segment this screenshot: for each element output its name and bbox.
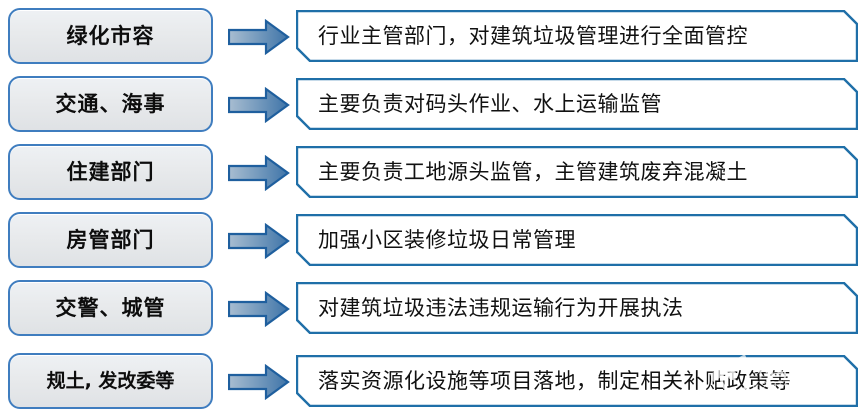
right-arrow-icon [228, 364, 290, 400]
diagram-row: 住建部门 主要负责工地源头监管，主管建筑废弃 [0, 139, 868, 207]
duty-box[interactable]: 行业主管部门，对建筑垃圾管理进行全面管控 [296, 10, 858, 62]
diagram-row: 规土, 发改委等 落实资源化设施等项目落地， [0, 348, 868, 416]
right-arrow-icon [228, 223, 290, 259]
duty-label: 行业主管部门，对建筑垃圾管理进行全面管控 [318, 23, 748, 48]
department-box[interactable]: 住建部门 [8, 144, 213, 200]
duty-label: 落实资源化设施等项目落地，制定相关补贴政策等 [318, 368, 791, 393]
right-arrow-icon [228, 291, 290, 327]
right-arrow-icon [228, 155, 290, 191]
diagram-row: 交通、海事 主要负责对码头作业、水上运输监管 [0, 71, 868, 139]
right-arrow-icon [228, 87, 290, 123]
duty-box[interactable]: 主要负责对码头作业、水上运输监管 [296, 78, 858, 130]
duty-box[interactable]: 落实资源化设施等项目落地，制定相关补贴政策等 [296, 355, 858, 407]
department-label: 房管部门 [66, 227, 155, 252]
diagram-row: 绿化市容 行业主管部门，对建筑垃圾管理进行全 [0, 3, 868, 71]
department-box[interactable]: 交通、海事 [8, 76, 213, 132]
department-box[interactable]: 规土, 发改委等 [8, 353, 213, 409]
department-box[interactable]: 房管部门 [8, 212, 213, 268]
department-label: 住建部门 [66, 159, 155, 184]
department-box[interactable]: 绿化市容 [8, 8, 213, 64]
duty-label: 加强小区装修垃圾日常管理 [318, 227, 576, 252]
duty-box[interactable]: 加强小区装修垃圾日常管理 [296, 214, 858, 266]
department-label: 交通、海事 [55, 91, 166, 116]
duty-box[interactable]: 主要负责工地源头监管，主管建筑废弃混凝土 [296, 146, 858, 198]
department-label: 交警、城管 [55, 295, 166, 320]
duty-box[interactable]: 对建筑垃圾违法违规运输行为开展执法 [296, 282, 858, 334]
diagram-row: 房管部门 加强小区装修垃圾日常管理 [0, 207, 868, 275]
duty-label: 主要负责对码头作业、水上运输监管 [318, 91, 662, 116]
duty-label: 对建筑垃圾违法违规运输行为开展执法 [318, 295, 684, 320]
department-label: 规土, 发改委等 [46, 369, 175, 392]
right-arrow-icon [228, 19, 290, 55]
department-label: 绿化市容 [66, 23, 155, 48]
diagram-row: 交警、城管 对建筑垃圾违法违规运输行为开展执 [0, 275, 868, 343]
duty-label: 主要负责工地源头监管，主管建筑废弃混凝土 [318, 159, 748, 184]
department-box[interactable]: 交警、城管 [8, 280, 213, 336]
